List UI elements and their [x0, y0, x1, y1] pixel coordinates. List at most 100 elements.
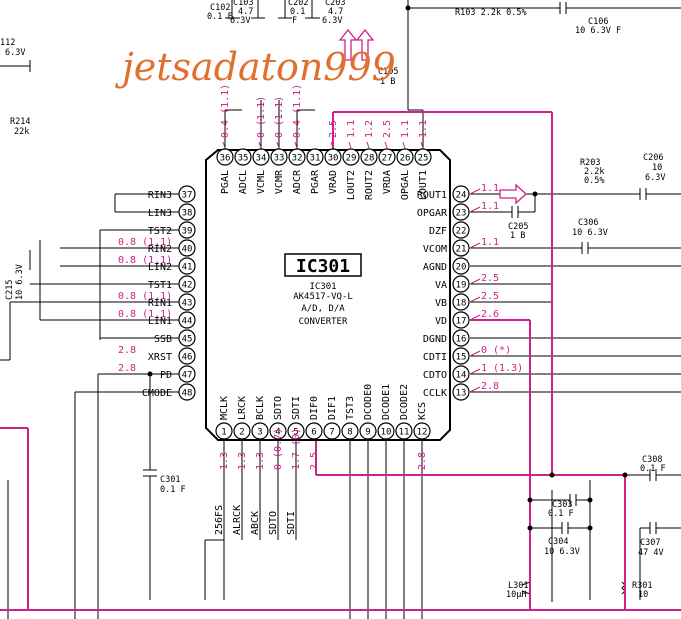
pin-1-circle — [215, 422, 233, 440]
r203-value: 2.2k — [584, 167, 604, 177]
c106-label: C106 — [588, 17, 608, 27]
c205-value: 1 B — [510, 231, 525, 241]
pin-34-name: VCML — [256, 170, 267, 194]
junction-dots — [147, 5, 628, 531]
pin-27-number: 27 — [382, 154, 393, 164]
c103-voltage: 6.3V — [230, 16, 250, 26]
pin-3-voltage: 1.3 — [255, 452, 266, 470]
pin-24-probe-line — [469, 188, 481, 195]
bus-label-alrck: ALRCK — [232, 505, 243, 535]
pin-18-circle — [452, 293, 470, 311]
c308-value: 0.1 F — [640, 464, 666, 474]
pin-20-circle — [452, 257, 470, 275]
pin-14-circle — [452, 365, 470, 383]
pin-30-circle — [324, 148, 342, 166]
pin-12-circle — [413, 422, 431, 440]
pin-22-number: 22 — [456, 227, 467, 237]
pin-33-voltage: 0 (1.1) — [274, 96, 285, 138]
c307-label: C307 — [640, 538, 660, 548]
pin-14-voltage: 1 (1.3) — [481, 363, 523, 374]
c215-label: C215 — [5, 280, 15, 300]
signal-arrows — [338, 28, 527, 205]
ic-subtitle-2: AK4517-VQ-L — [293, 292, 353, 302]
pin-33-name: VCMR — [274, 169, 285, 194]
c304-value: 10 6.3V — [544, 547, 580, 557]
pin-23-probe-line — [469, 206, 481, 213]
pin-15-probe-line — [469, 350, 481, 357]
pin-10-name: DCODE1 — [381, 384, 392, 420]
pin-13-circle — [452, 383, 470, 401]
c202-label: C202 — [288, 0, 308, 8]
pin-6-number: 6 — [311, 428, 316, 438]
c303-label: C303 — [552, 500, 572, 510]
pin-7-circle — [323, 422, 341, 440]
pin-12-name: KCS — [417, 402, 428, 420]
pin-8-name: TST3 — [345, 396, 356, 420]
pin-46-voltage: 2.8 — [118, 345, 136, 356]
pin-2-number: 2 — [239, 428, 244, 438]
pin-34-probe-line — [258, 141, 262, 149]
pin-17-name: VD — [435, 316, 447, 327]
c306-label: C306 — [578, 218, 598, 228]
part-labels: C102 0.1 F C103 4.7 6.3V C202 0.1 F C203… — [0, 0, 666, 600]
r301-value: 10 — [638, 590, 648, 600]
c105-label: C105 — [378, 67, 398, 77]
pin-40-name: RIN2 — [148, 244, 172, 255]
pin-35-circle — [234, 148, 252, 166]
pin-44-number: 44 — [182, 317, 193, 327]
ic-title: IC301 — [296, 256, 350, 277]
c103-value: 4.7 — [238, 7, 253, 17]
bus-label-256fs: 256FS — [214, 505, 225, 535]
pin-26-name: OPGAL — [400, 170, 411, 200]
c102-value: 0.1 F — [207, 12, 233, 22]
pin-28-name: ROUT2 — [364, 170, 375, 200]
pin-48-number: 48 — [182, 389, 193, 399]
pin-41-voltage: 0.8 (1.1) — [118, 255, 172, 266]
pin-5-name: SDTI — [291, 396, 302, 420]
pin-1-voltage: 1.3 — [219, 452, 230, 470]
pin-31-circle — [306, 148, 324, 166]
pin-36-voltage: 0.4 (1.1) — [220, 84, 231, 138]
pin-18-name: VB — [435, 298, 447, 309]
pin-26-probe-line — [402, 141, 406, 149]
pin-38-name: LIN3 — [148, 208, 172, 219]
pin-16-name: DGND — [423, 334, 447, 345]
pin-27-voltage: 2.5 — [382, 120, 393, 138]
pin-8-circle — [341, 422, 359, 440]
pin-26-circle — [396, 148, 414, 166]
pin-4-voltage: 0 (0.7) — [273, 428, 284, 470]
pin-36-name: PGAL — [220, 170, 231, 194]
pin-22-name: DZF — [429, 226, 447, 237]
pin-14-name: CDTO — [423, 370, 447, 381]
pin-21-circle — [452, 239, 470, 257]
pin-4-circle — [269, 422, 287, 440]
r203-label: R203 — [580, 158, 600, 168]
pin-20-name: AGND — [423, 262, 447, 273]
c202-unit: F — [292, 16, 297, 26]
pin-7-number: 7 — [329, 428, 334, 438]
pin-6-voltage: 2.5 — [309, 452, 320, 470]
pin-33-probe-line — [276, 141, 280, 149]
ic-subtitle-3: A/D, D/A — [301, 304, 345, 314]
pin-25-voltage: 1.1 — [418, 120, 429, 138]
pin-44-circle — [178, 311, 196, 329]
pin-4-number: 4 — [275, 428, 280, 438]
pin-38-number: 38 — [182, 209, 193, 219]
pin-21-name: VCOM — [423, 244, 447, 255]
pin-28-circle — [360, 148, 378, 166]
pin-37-circle — [178, 185, 196, 203]
r203-tol: 0.5% — [584, 176, 604, 186]
pin-21-voltage: 1.1 — [481, 237, 499, 248]
c205-label: C205 — [508, 222, 528, 232]
pin-19-name: VA — [435, 280, 447, 291]
pin-15-circle — [452, 347, 470, 365]
pin-40-number: 40 — [182, 245, 193, 255]
pin-18-number: 18 — [456, 299, 467, 309]
pin-30-probe-line — [330, 141, 334, 149]
bus-label-sdto: SDTO — [268, 511, 279, 535]
pin-45-name: SSB — [154, 334, 172, 345]
arrow-icon-right — [499, 183, 527, 205]
pin-32-probe-line — [294, 141, 298, 149]
